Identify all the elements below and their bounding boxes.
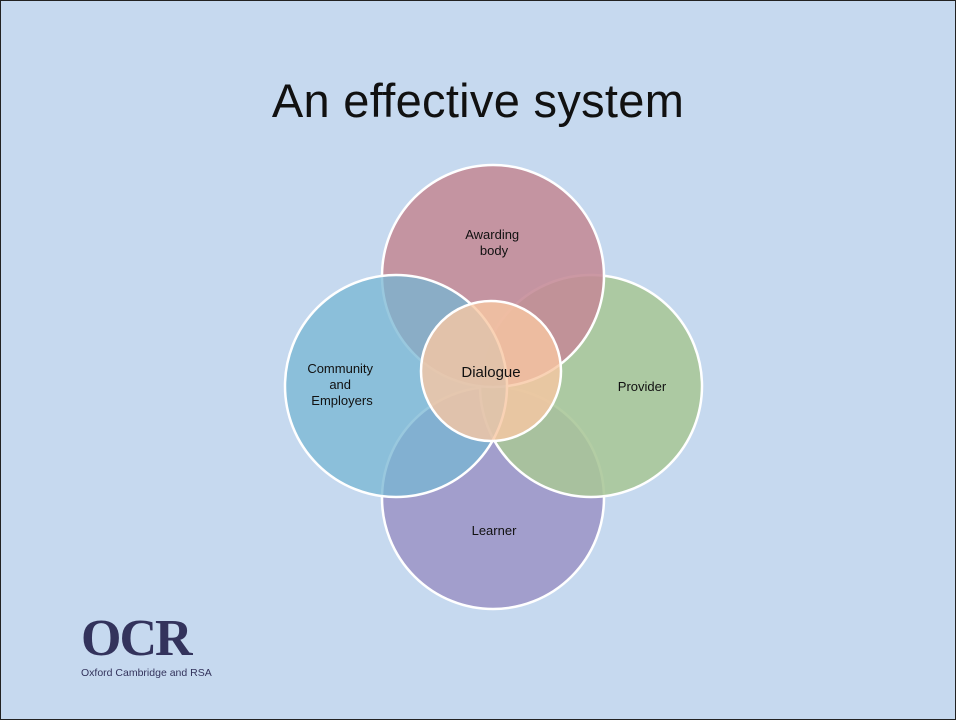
label-learner-line1: Learner xyxy=(472,523,517,538)
circle-dialogue xyxy=(419,299,563,443)
label-provider: Provider xyxy=(618,379,667,394)
slide-title: An effective system xyxy=(271,74,685,127)
label-community: Community and Employers xyxy=(307,361,376,408)
label-community-line3: Employers xyxy=(311,393,373,408)
label-awarding-body-line2: body xyxy=(480,243,509,258)
label-community-line1: Community xyxy=(307,361,373,376)
logo-subtitle: Oxford Cambridge and RSA xyxy=(81,667,212,679)
label-community-line2: and xyxy=(329,377,351,392)
label-provider-line1: Provider xyxy=(618,379,667,394)
ocr-logo: OCR Oxford Cambridge and RSA xyxy=(81,613,231,683)
logo-mark: OCR xyxy=(81,610,193,667)
label-awarding-body: Awarding body xyxy=(465,227,523,258)
label-awarding-body-line1: Awarding xyxy=(465,227,519,242)
label-learner: Learner xyxy=(472,523,517,538)
label-dialogue: Dialogue xyxy=(461,364,520,381)
